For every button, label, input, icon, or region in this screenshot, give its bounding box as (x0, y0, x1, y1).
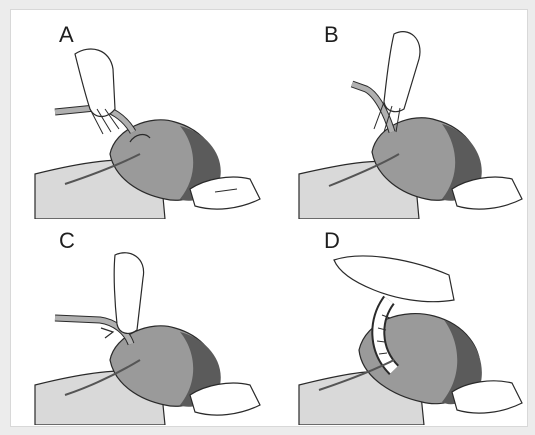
airway-insertion-figure: A B (10, 9, 528, 427)
illustration-a (15, 14, 270, 219)
panel-b: B (274, 14, 529, 219)
rotation-arrow (101, 328, 113, 338)
panel-c: C (15, 220, 270, 425)
illustration-d (274, 220, 529, 425)
upper-hand (114, 253, 143, 334)
upper-hand (384, 32, 420, 112)
panel-d: D (274, 220, 529, 425)
illustration-b (274, 14, 529, 219)
upper-hand (334, 256, 454, 302)
illustration-c (15, 220, 270, 425)
panel-a: A (15, 14, 270, 219)
